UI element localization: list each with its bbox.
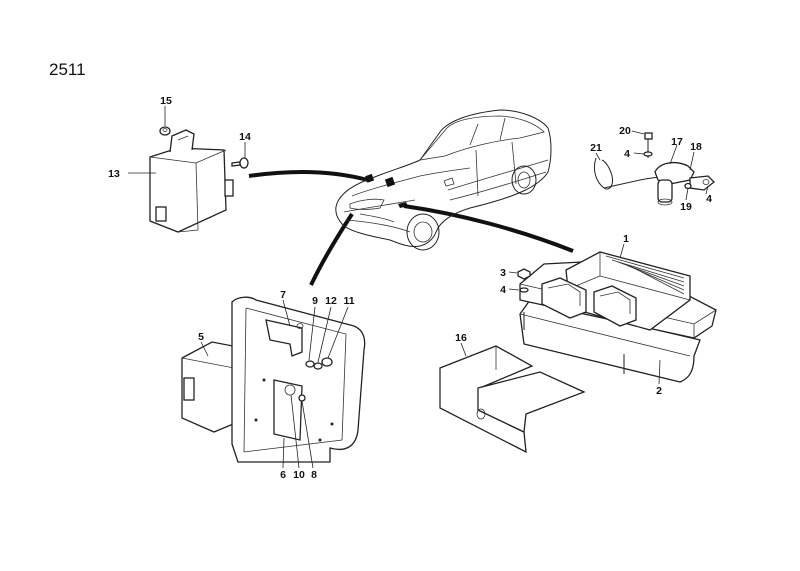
callout-14: 14 xyxy=(239,131,251,143)
callout-19: 19 xyxy=(680,201,692,213)
callout-21: 21 xyxy=(590,142,602,154)
part-7-mounting-bracket xyxy=(181,296,366,463)
callout-17: 17 xyxy=(671,136,683,148)
callout-4-ecu: 4 xyxy=(500,284,506,296)
callout-9: 9 xyxy=(312,295,318,307)
callout-3: 3 xyxy=(500,267,506,279)
callout-5: 5 xyxy=(198,331,204,343)
callout-12: 12 xyxy=(325,295,337,307)
callout-4-sensor: 4 xyxy=(624,148,630,160)
callout-7: 7 xyxy=(280,289,286,301)
car-illustration xyxy=(335,109,552,251)
diagram-number: 2511 xyxy=(49,60,86,79)
callout-6: 6 xyxy=(280,469,286,481)
callout-2: 2 xyxy=(656,385,662,397)
pointer-lines xyxy=(248,169,574,286)
callout-8: 8 xyxy=(311,469,317,481)
callout-labels: 15 14 13 21 20 4 17 18 19 4 1 3 4 2 16 7… xyxy=(108,95,712,481)
callout-10: 10 xyxy=(293,469,305,481)
callout-4-bracket: 4 xyxy=(706,193,712,205)
part-1-ecu xyxy=(517,251,717,383)
callout-13: 13 xyxy=(108,168,120,180)
part-13-relay-module xyxy=(149,126,249,233)
callout-16: 16 xyxy=(455,332,467,344)
callout-18: 18 xyxy=(690,141,702,153)
callout-15: 15 xyxy=(160,95,172,107)
leader-lines xyxy=(128,106,709,469)
part-16-heat-shield xyxy=(439,345,586,454)
callout-11: 11 xyxy=(343,295,354,307)
callout-1: 1 xyxy=(623,233,629,245)
callout-20: 20 xyxy=(619,125,631,137)
